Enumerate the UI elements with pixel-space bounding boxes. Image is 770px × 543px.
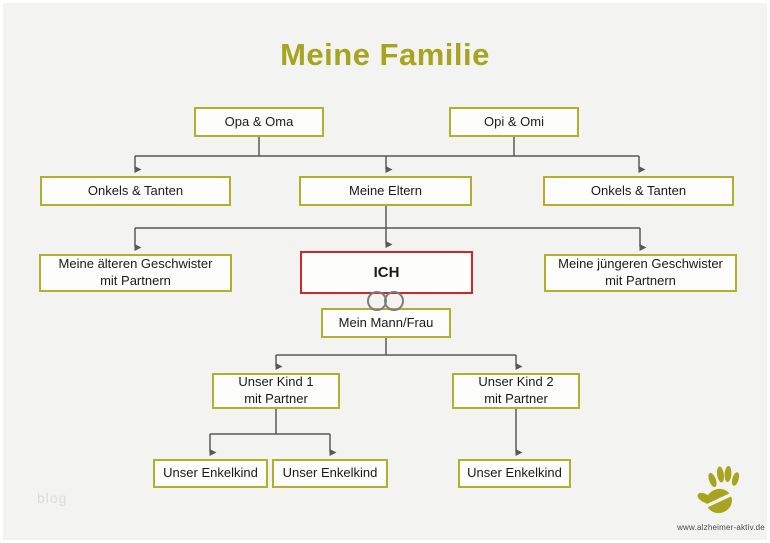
node-juengere-geschwister: Meine jüngeren Geschwister mit Partnern — [544, 254, 737, 292]
node-kind-1: Unser Kind 1 mit Partner — [212, 373, 340, 409]
node-mann-frau: Mein Mann/Frau — [321, 308, 451, 338]
node-aeltere-geschwister: Meine älteren Geschwister mit Partnern — [39, 254, 232, 292]
node-enkelkind-3: Unser Enkelkind — [458, 459, 571, 488]
node-meine-eltern: Meine Eltern — [299, 176, 472, 206]
site-logo: www.alzheimer-aktiv.de — [671, 465, 767, 532]
node-enkelkind-2: Unser Enkelkind — [272, 459, 388, 488]
page-title: Meine Familie — [280, 37, 490, 72]
handprint-logo-icon — [697, 466, 740, 514]
node-opi-omi: Opi & Omi — [449, 107, 579, 137]
node-onkels-tanten-links: Onkels & Tanten — [40, 176, 231, 206]
website-url: www.alzheimer-aktiv.de — [677, 523, 765, 532]
node-onkels-tanten-rechts: Onkels & Tanten — [543, 176, 734, 206]
node-enkelkind-1: Unser Enkelkind — [153, 459, 268, 488]
node-opa-oma: Opa & Oma — [194, 107, 324, 137]
blog-watermark: blog — [37, 490, 68, 506]
node-ich: ICH — [300, 251, 473, 294]
node-kind-2: Unser Kind 2 mit Partner — [452, 373, 580, 409]
